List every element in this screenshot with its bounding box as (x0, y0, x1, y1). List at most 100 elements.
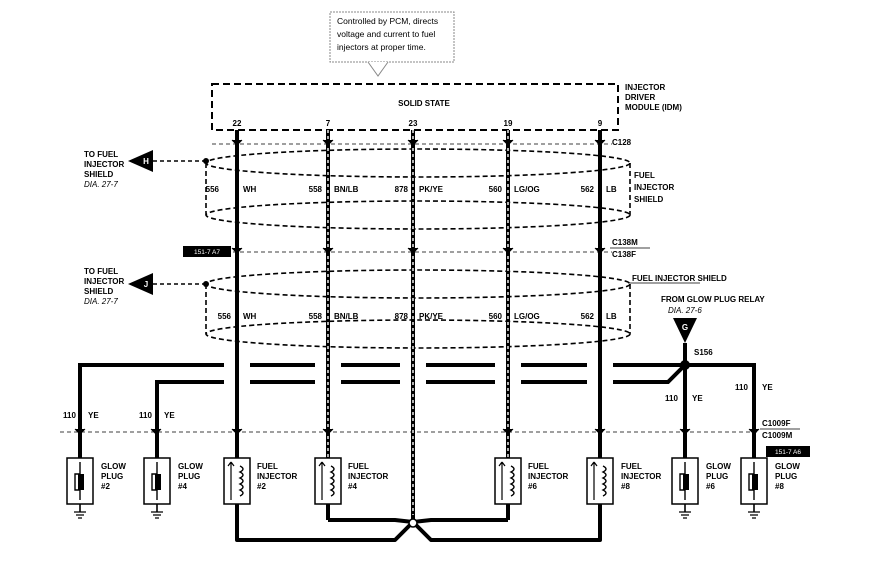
page-ref-lower-badge (766, 446, 810, 457)
glow-plug-4-label-1: GLOW (178, 462, 203, 471)
idm-pin-7: 7 (326, 119, 331, 128)
shield-upper-line-2: INJECTOR (634, 183, 675, 192)
ye-wire-1-color: YE (88, 411, 99, 420)
glow-plug-6: GLOW PLUG #6 (671, 457, 731, 519)
glow-plug-8: GLOW PLUG #8 (740, 457, 800, 519)
shield-ref-j: J TO FUEL INJECTOR SHIELD DIA. 27-7 (84, 267, 209, 306)
shield-ref-h-letter: H (143, 157, 149, 166)
glow-plug-2-number: #2 (101, 482, 110, 491)
wire-upper-558-color: BN/LB (334, 185, 359, 194)
injector-return-wiring (235, 518, 602, 542)
wire-lower-878-circuit: 878 (395, 312, 409, 321)
connector-c1009m: C1009M (762, 431, 793, 440)
glow-plug-4-number: #4 (178, 482, 187, 491)
connector-c138f: C138F (612, 250, 636, 259)
fuel-injector-shield-lower (205, 269, 631, 349)
wire-lower-560-circuit: 560 (489, 312, 503, 321)
shield-upper-line-3: SHIELD (634, 195, 664, 204)
callout-line-3: injectors at proper time. (337, 42, 426, 52)
fuel-injector-6-label-2: INJECTOR (528, 472, 569, 481)
fuel-injector-2: FUEL INJECTOR #2 (223, 457, 298, 520)
idm-name-line-2: DRIVER (625, 93, 655, 102)
glow-plug-6-label-2: PLUG (706, 472, 728, 481)
glow-plug-4: GLOW PLUG #4 (143, 457, 203, 519)
return-junction (408, 518, 418, 528)
glow-plug-8-number: #8 (775, 482, 784, 491)
connector-c138m: C138M (612, 238, 638, 247)
wire-upper-562-circuit: 562 (581, 185, 595, 194)
shield-ref-j-line-2: INJECTOR (84, 277, 125, 286)
shield-ref-h-line-2: INJECTOR (84, 160, 125, 169)
shield-upper-line-1: FUEL (634, 171, 655, 180)
connector-c128: C128 (612, 138, 632, 147)
fuel-injector-8-label-2: INJECTOR (621, 472, 662, 481)
glow-plug-8-label-1: GLOW (775, 462, 800, 471)
idm-name-line-1: INJECTOR (625, 83, 666, 92)
idm-pin-19: 19 (504, 119, 513, 128)
ye-wire-2-color: YE (164, 411, 175, 420)
fuel-injector-2-number: #2 (257, 482, 266, 491)
fuel-injector-shield-upper (205, 148, 631, 230)
glow-relay-letter: G (682, 323, 688, 332)
wire-upper-562-color: LB (606, 185, 617, 194)
glow-plug-4-label-2: PLUG (178, 472, 200, 481)
fuel-injector-6: FUEL INJECTOR #6 (494, 457, 569, 520)
page-ref-upper-badge (183, 246, 231, 257)
fuel-injector-6-number: #6 (528, 482, 537, 491)
idm-name-line-3: MODULE (IDM) (625, 103, 682, 112)
wire-lower-878-color: PK/YE (419, 312, 444, 321)
shield-ref-h: H TO FUEL INJECTOR SHIELD DIA. 27-7 (84, 150, 209, 189)
shield-ref-j-letter: J (144, 280, 148, 289)
pcm-callout: Controlled by PCM, directs voltage and c… (329, 11, 455, 77)
glow-plug-6-label-1: GLOW (706, 462, 731, 471)
ye-wire-4-color: YE (762, 383, 773, 392)
wire-lower-562-color: LB (606, 312, 617, 321)
idm-pin-22: 22 (233, 119, 242, 128)
fuel-injector-2-label-1: FUEL (257, 462, 278, 471)
wire-crossing-redraw (235, 358, 602, 390)
shield-ref-h-line-3: SHIELD (84, 170, 114, 179)
ye-wire-3-circuit: 110 (665, 394, 678, 403)
shield-ref-j-line-3: SHIELD (84, 287, 114, 296)
shield-ref-h-dia: DIA. 27-7 (84, 180, 118, 189)
shield-ref-j-line-1: TO FUEL (84, 267, 118, 276)
glow-plug-2-label-2: PLUG (101, 472, 123, 481)
fuel-injector-8-number: #8 (621, 482, 630, 491)
connector-c1009f: C1009F (762, 419, 791, 428)
idm-pin-9: 9 (598, 119, 603, 128)
idm-pin-23: 23 (409, 119, 418, 128)
callout-line-2: voltage and current to fuel (337, 29, 435, 39)
fuel-injector-4: FUEL INJECTOR #4 (314, 457, 389, 520)
wire-lower-558-circuit: 558 (309, 312, 323, 321)
wire-labels-upper: 556 WH 558 BN/LB 878 PK/YE 560 LG/OG 562… (206, 185, 617, 194)
shield-ref-h-line-1: TO FUEL (84, 150, 118, 159)
glow-plug-6-number: #6 (706, 482, 715, 491)
wire-upper-560-color: LG/OG (514, 185, 540, 194)
glow-relay-label: FROM GLOW PLUG RELAY (661, 295, 765, 304)
fuel-injector-4-label-2: INJECTOR (348, 472, 389, 481)
wire-upper-556-circuit: 556 (206, 185, 220, 194)
page-ref-lower: 151-7 A6 (775, 449, 801, 456)
wire-lower-556-circuit: 556 (218, 312, 232, 321)
ye-wire-2-circuit: 110 (139, 411, 152, 420)
wire-upper-558-circuit: 558 (309, 185, 323, 194)
page-ref-upper: 151-7 A7 (194, 249, 220, 256)
glow-relay-dia: DIA. 27-6 (668, 306, 702, 315)
ye-wire-1-circuit: 110 (63, 411, 76, 420)
fuel-injector-8: FUEL INJECTOR #8 (586, 457, 662, 520)
fuel-injector-4-label-1: FUEL (348, 462, 369, 471)
injector-driver-module: SOLID STATE INJECTOR DRIVER MODULE (IDM)… (211, 83, 682, 131)
glow-plug-2-label-1: GLOW (101, 462, 126, 471)
wire-upper-878-color: PK/YE (419, 185, 444, 194)
glow-plug-relay: FROM GLOW PLUG RELAY DIA. 27-6 G S156 (661, 295, 765, 370)
fuel-injector-4-number: #4 (348, 482, 357, 491)
callout-line-1: Controlled by PCM, directs (337, 16, 438, 26)
idm-body-label: SOLID STATE (398, 99, 450, 108)
ye-wire-3-color: YE (692, 394, 703, 403)
ye-wire-labels: 110 YE 110 YE 110 YE 110 YE (63, 383, 773, 420)
fuel-injector-8-label-1: FUEL (621, 462, 642, 471)
wire-lower-562-circuit: 562 (581, 312, 595, 321)
wire-lower-558-color: BN/LB (334, 312, 359, 321)
wire-upper-878-circuit: 878 (395, 185, 409, 194)
